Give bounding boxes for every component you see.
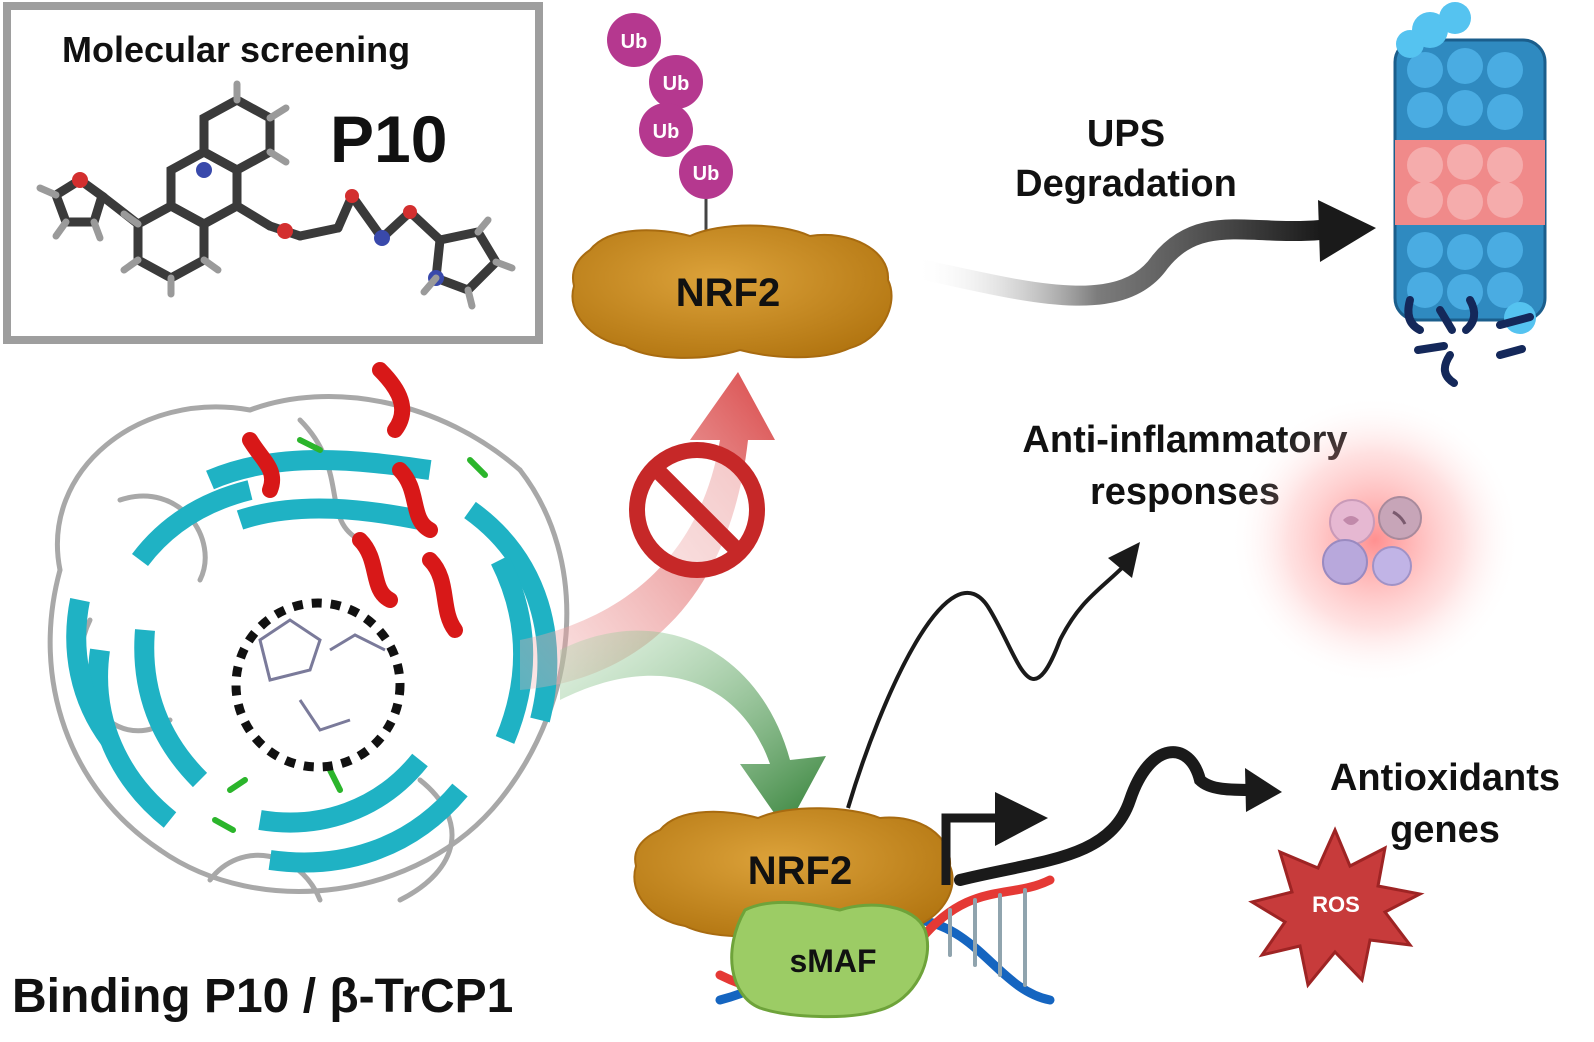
ub-bead-4: Ub (679, 145, 733, 199)
prohibition-icon (629, 442, 765, 578)
antioxidants-line (954, 746, 1261, 886)
molecule-hydrogens (36, 80, 516, 310)
compound-label: P10 (330, 102, 447, 176)
binding-site-circle (231, 598, 405, 772)
ubiquitin-chain: Ub Ub Ub Ub (607, 13, 733, 232)
activation-arrow (560, 630, 826, 830)
transcription-arrow (941, 813, 1000, 885)
ub-label-1: Ub (621, 31, 648, 53)
ups-label-line1: UPS (1087, 113, 1165, 155)
antioxidants-arrow-head (1245, 768, 1282, 812)
nrf2-top-label: NRF2 (676, 271, 780, 315)
binding-caption: Binding P10 / β-TrCP1 (12, 970, 513, 1023)
ros-starburst: ROS (1248, 826, 1425, 989)
ub-bead-3: Ub (639, 103, 693, 157)
antioxidants-line1: Antioxidants (1330, 757, 1560, 799)
ub-label-4: Ub (693, 163, 720, 185)
ups-degradation-arrow (912, 219, 1321, 306)
ups-arrow-head (1318, 200, 1376, 262)
ub-bead-1: Ub (607, 13, 661, 67)
proteasome-icon (1393, 2, 1547, 387)
molecular-screening-box: Molecular screening P10 (3, 2, 543, 344)
transcription-arrow-head (995, 792, 1048, 846)
ub-bead-2: Ub (649, 55, 703, 109)
ub-label-3: Ub (653, 121, 680, 143)
nrf2-bottom-label: NRF2 (748, 849, 852, 893)
anti-inflammatory-line (846, 563, 1127, 809)
anti-inflammatory-arrow-head (1108, 542, 1140, 578)
antioxidants-line2: genes (1390, 809, 1500, 851)
nrf2-top-blob: NRF2 (571, 224, 893, 359)
immune-cells-icon (1230, 395, 1520, 685)
ub-label-2: Ub (663, 73, 690, 95)
protein-structure-icon (47, 362, 570, 903)
ros-label: ROS (1312, 892, 1360, 917)
ups-label-line2: Degradation (1015, 163, 1237, 205)
molecule-atoms (72, 162, 444, 286)
smaf-label: sMAF (789, 943, 876, 979)
screening-title: Molecular screening (62, 29, 410, 70)
smaf-blob: sMAF (730, 900, 930, 1019)
